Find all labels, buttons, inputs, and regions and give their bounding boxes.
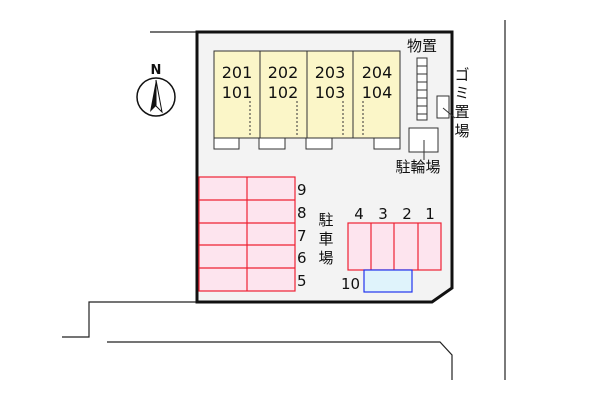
parking-number: 1 — [425, 205, 435, 223]
parking-number: 3 — [378, 205, 388, 223]
building: 201 101 202 102 203 103 204 104 — [213, 50, 401, 150]
parking-number: 7 — [297, 227, 307, 245]
parking-left — [198, 176, 296, 292]
north-label: N — [151, 63, 162, 78]
unit-upper: 202 — [268, 63, 299, 82]
unit-upper: 203 — [315, 63, 346, 82]
unit-lower: 101 — [222, 83, 253, 102]
unit-upper: 201 — [222, 63, 253, 82]
garbage-label: ミ — [454, 84, 469, 102]
unit-lower: 103 — [315, 83, 346, 102]
parking-number: 9 — [297, 181, 307, 199]
bicycle-parking-label: 駐輪場 — [395, 158, 440, 176]
garbage-label: 場 — [454, 122, 469, 140]
garbage-area: ゴ ミ 置 場 — [436, 66, 470, 140]
unit-upper: 204 — [362, 63, 393, 82]
parking-space-10 — [363, 269, 413, 293]
parking-label: 場 — [318, 249, 333, 267]
unit-lower: 102 — [268, 83, 299, 102]
parking-label: 車 — [318, 230, 333, 248]
parking-number: 6 — [297, 249, 307, 267]
north-compass-icon: N — [136, 63, 176, 117]
garbage-label: 置 — [454, 103, 469, 121]
parking-number: 10 — [341, 275, 360, 293]
parking-label: 駐 — [318, 211, 333, 229]
parking-number: 8 — [297, 204, 307, 222]
bicycle-parking: 駐輪場 — [395, 127, 441, 176]
garbage-label: ゴ — [454, 66, 469, 84]
unit-lower: 104 — [362, 83, 393, 102]
road-lines — [62, 20, 506, 380]
parking-number: 4 — [354, 205, 364, 223]
parking-number: 2 — [402, 205, 412, 223]
storage: 物置 — [407, 37, 437, 121]
parking-right — [347, 222, 442, 271]
storage-label: 物置 — [407, 37, 437, 55]
parking-number: 5 — [297, 272, 307, 290]
